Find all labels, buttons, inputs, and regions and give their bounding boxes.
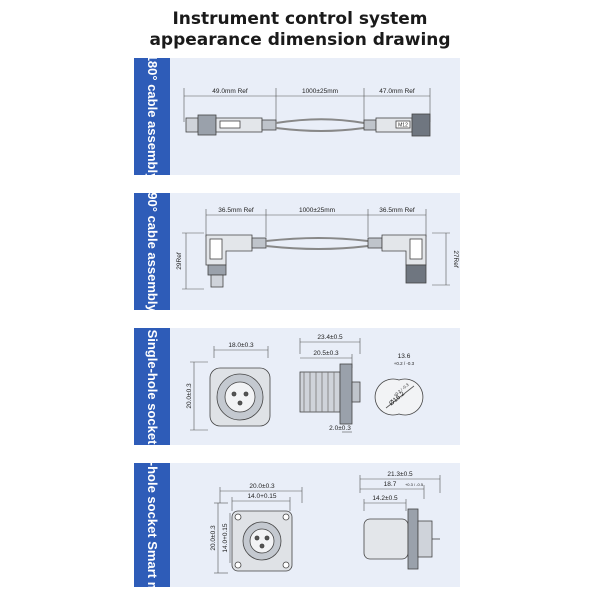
dim-base: 2.0±0.3 bbox=[329, 425, 351, 432]
dim-right-90: 36.5mm Ref bbox=[379, 207, 415, 214]
dim-body-width: 23.4±0.5 bbox=[317, 334, 343, 341]
section-180-cable: 49.0mm Ref 1000±25mm 47.0mm Ref M12 bbox=[134, 58, 460, 175]
page-title-line-1: Instrument control system bbox=[172, 9, 428, 29]
dim-len2-tolerance: +0.3 / -0.5 bbox=[405, 482, 424, 487]
dim-inner-width: 20.5±0.3 bbox=[313, 350, 339, 357]
four-hole-front-view bbox=[231, 510, 293, 572]
dim-middle-90: 1000±25mm bbox=[299, 207, 335, 214]
section-tab-90: 90° cable assembly bbox=[134, 193, 170, 310]
connector-right-90 bbox=[367, 234, 427, 284]
section-tab-180: 180° cable assembly bbox=[134, 58, 170, 175]
dim-len1: 21.3±0.5 bbox=[387, 471, 413, 478]
section-label-180: 180° cable assembly bbox=[145, 58, 160, 175]
dim-len2: 18.7 bbox=[384, 481, 397, 488]
dim-height-right-90: 27Ref bbox=[452, 250, 459, 268]
tag-m12: M12 bbox=[398, 123, 408, 129]
section-tab-single-hole: Single-hole socket bbox=[134, 328, 170, 445]
socket-front-view bbox=[209, 367, 271, 427]
section-label-90: 90° cable assembly bbox=[145, 193, 160, 310]
dim-middle-180: 1000±25mm bbox=[302, 88, 338, 95]
dim-left-180: 49.0mm Ref bbox=[212, 88, 248, 95]
section-tab-four-hole: Four-hole socket Smart meter bbox=[134, 463, 170, 587]
dim-left-90: 36.5mm Ref bbox=[218, 207, 254, 214]
section-label-single-hole: Single-hole socket bbox=[145, 329, 160, 444]
panel-cutout-view bbox=[374, 378, 424, 416]
dim-outer-height: 20.0±0.3 bbox=[210, 525, 217, 551]
dim-inner-height: 14.0+0.15 bbox=[222, 523, 229, 552]
diagram-180-cable: 49.0mm Ref 1000±25mm 47.0mm Ref M12 bbox=[183, 88, 431, 137]
socket-side-view bbox=[299, 363, 361, 425]
dim-cut: 13.6 bbox=[398, 353, 411, 360]
diagram-four-hole: 20.0±0.3 14.0+0.15 20.0±0.3 14.0+0.15 21… bbox=[210, 471, 441, 574]
section-four-hole: 20.0±0.3 14.0+0.15 20.0±0.3 14.0+0.15 21… bbox=[134, 463, 460, 587]
connector-left-90 bbox=[205, 234, 267, 288]
section-label-four-hole: Four-hole socket Smart meter bbox=[145, 463, 160, 587]
diagram-90-cable: 36.5mm Ref 1000±25mm 36.5mm Ref 29Ref 27… bbox=[176, 207, 459, 290]
dim-right-180: 47.0mm Ref bbox=[379, 88, 415, 95]
dim-width-single: 18.0±0.3 bbox=[228, 342, 254, 349]
dim-outer-width: 20.0±0.3 bbox=[249, 483, 275, 490]
connector-right-180 bbox=[363, 113, 431, 137]
dim-height-single: 20.0±0.3 bbox=[186, 383, 193, 409]
diagram-single-hole: 18.0±0.3 20.0±0.3 23.4±0.5 20.5±0.3 2.0±… bbox=[186, 334, 424, 433]
page-title-line-2: appearance dimension drawing bbox=[149, 30, 451, 50]
section-90-cable: 36.5mm Ref 1000±25mm 36.5mm Ref 29Ref 27… bbox=[134, 193, 460, 310]
connector-left-180 bbox=[185, 114, 277, 136]
dim-len3: 14.2±0.5 bbox=[372, 495, 398, 502]
dim-inner-width-four: 14.0+0.15 bbox=[247, 493, 276, 500]
four-hole-side-view bbox=[363, 508, 440, 570]
dim-height-left-90: 29Ref bbox=[176, 252, 183, 270]
dim-cut-tolerance: +0.2 / -0.3 bbox=[394, 361, 415, 366]
section-single-hole: 18.0±0.3 20.0±0.3 23.4±0.5 20.5±0.3 2.0±… bbox=[134, 328, 460, 445]
